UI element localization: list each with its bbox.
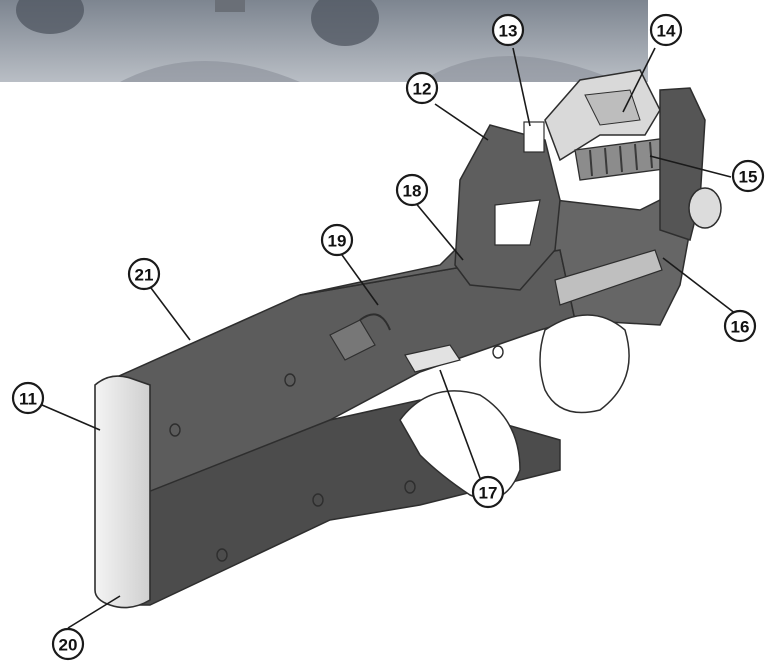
callout-circle bbox=[723, 309, 757, 343]
callout-number: 18 bbox=[403, 182, 422, 201]
callout-number: 19 bbox=[328, 232, 347, 251]
thumbhole bbox=[539, 314, 630, 414]
callout-13: 13 bbox=[491, 13, 525, 47]
callout-circle bbox=[471, 475, 505, 509]
butt-plate bbox=[94, 375, 151, 609]
callout-number: 14 bbox=[657, 22, 676, 41]
callout-number: 21 bbox=[135, 266, 154, 285]
callout-number: 15 bbox=[739, 168, 758, 187]
callout-circle bbox=[649, 13, 683, 47]
trigger-guard bbox=[399, 390, 521, 500]
background-photo-strip bbox=[0, 0, 648, 82]
leader-lines bbox=[41, 47, 737, 629]
callout-number: 12 bbox=[413, 80, 432, 99]
callout-14: 14 bbox=[649, 13, 683, 47]
callout-number: 11 bbox=[19, 390, 37, 409]
callout-11: 11 bbox=[11, 381, 45, 415]
callout-number: 16 bbox=[731, 318, 750, 337]
callout-circle bbox=[11, 381, 45, 415]
barrel-rod bbox=[554, 249, 663, 306]
callout-21: 21 bbox=[127, 257, 161, 291]
selector-plate bbox=[404, 344, 461, 373]
callout-number: 13 bbox=[499, 22, 518, 41]
callout-circle bbox=[51, 627, 85, 661]
callout-circle bbox=[127, 257, 161, 291]
callout-circle bbox=[320, 223, 354, 257]
callout-circle bbox=[395, 173, 429, 207]
callout-circle bbox=[731, 159, 765, 193]
sight-window bbox=[494, 199, 541, 246]
callout-circle bbox=[405, 71, 439, 105]
callout-16: 16 bbox=[723, 309, 757, 343]
callout-12: 12 bbox=[405, 71, 439, 105]
screws bbox=[169, 345, 504, 562]
callout-15: 15 bbox=[731, 159, 765, 193]
callout-circle bbox=[491, 13, 525, 47]
callout-number: 17 bbox=[479, 484, 498, 503]
rifle-body bbox=[94, 69, 722, 609]
callout-18: 18 bbox=[395, 173, 429, 207]
callout-number: 20 bbox=[59, 636, 78, 655]
callout-17: 17 bbox=[471, 475, 505, 509]
callout-20: 20 bbox=[51, 627, 85, 661]
callout-19: 19 bbox=[320, 223, 354, 257]
